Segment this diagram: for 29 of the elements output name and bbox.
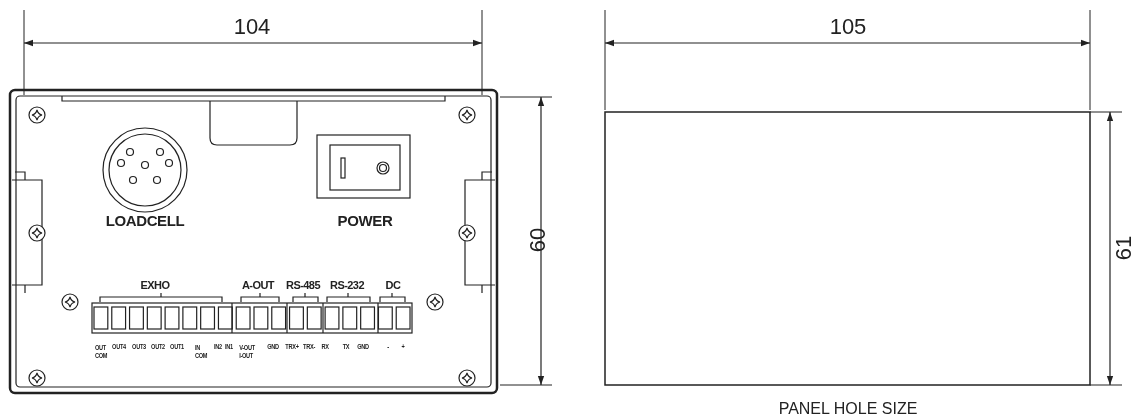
pin-label: TX [342,342,350,352]
pin-label: TRX+ [285,342,299,352]
terminal-group-label: EXHO [140,279,170,291]
pin-label: V-OUT I-OUT [239,343,255,361]
terminal-group-label: RS-232 [330,279,364,291]
pin-label: GND [357,342,369,352]
dimension-value: 61 [1113,235,1135,261]
pin-label: OUT4 [112,342,126,352]
pin-label: + [401,342,405,352]
dimension-value: 105 [829,16,867,38]
terminal-group-label: RS-485 [286,279,320,291]
pin-label: RX [321,342,329,352]
connector-label: POWER [337,212,393,228]
pin-label: OUT3 [132,342,146,352]
pin-label: OUT1 [170,342,184,352]
terminal-group-label: DC [385,279,401,291]
dimension-value: 104 [233,16,271,38]
pin-label: OUT COM [94,343,108,361]
pin-label: - [387,342,389,352]
pin-label: IN COM [194,343,208,361]
pin-label: GND [267,342,279,352]
terminal-group-label: A-OUT [241,279,275,291]
pin-label: IN1 [225,342,233,352]
pin-label: IN2 [214,342,222,352]
dimension-value: 60 [527,227,549,253]
caption: PANEL HOLE SIZE [778,401,918,416]
connector-label: LOADCELL [105,212,185,228]
pin-label: TRX- [303,342,315,352]
pin-label: OUT2 [151,342,165,352]
